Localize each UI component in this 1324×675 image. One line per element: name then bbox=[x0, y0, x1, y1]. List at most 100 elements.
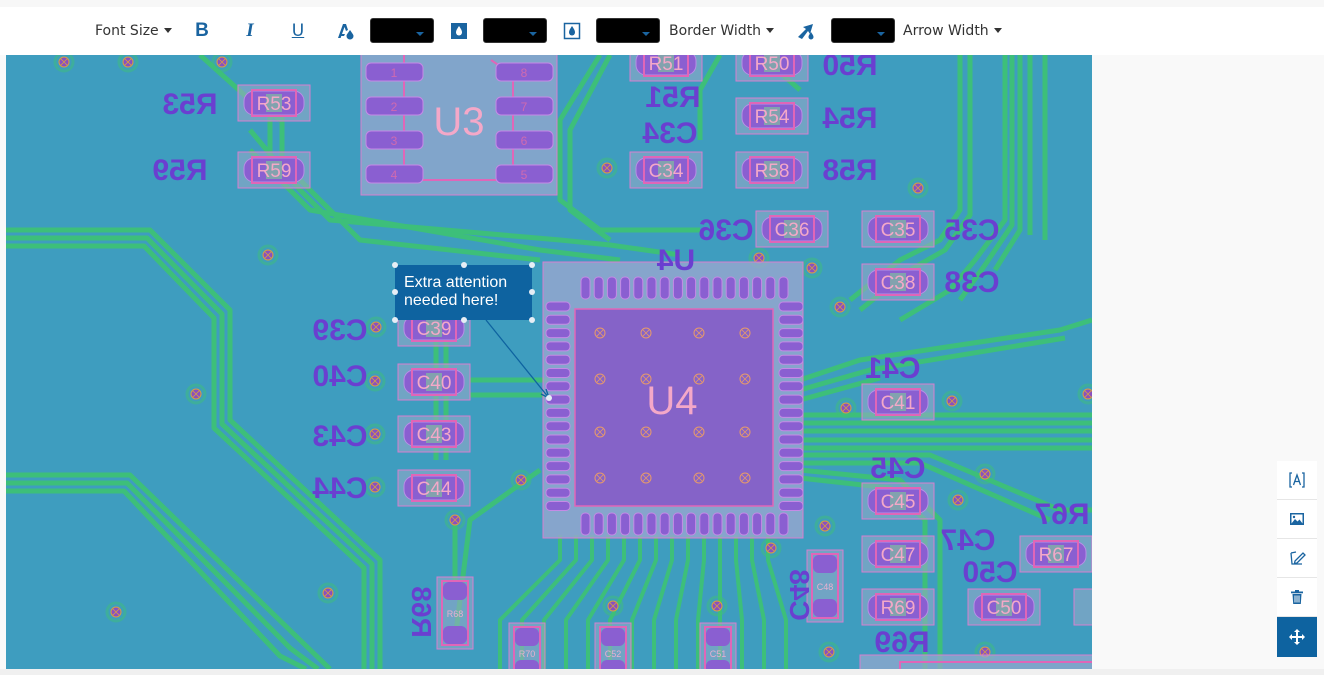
add-image-tool[interactable] bbox=[1277, 500, 1317, 539]
thermal-via-cross bbox=[695, 428, 703, 436]
u4-pin-bottom bbox=[778, 512, 789, 536]
u4-pin-right bbox=[778, 381, 804, 392]
draw-tool[interactable] bbox=[1277, 539, 1317, 578]
u4-pin-bottom bbox=[765, 512, 776, 536]
component-outline bbox=[643, 156, 689, 184]
thermal-via-cross bbox=[642, 474, 650, 482]
via-cross bbox=[60, 58, 68, 66]
border-width-dropdown[interactable]: Border Width bbox=[669, 7, 775, 55]
u4-pin-left bbox=[545, 447, 571, 458]
component-outline bbox=[769, 215, 815, 243]
thermal-via-cross bbox=[741, 375, 749, 383]
border-color-picker[interactable] bbox=[596, 18, 660, 43]
component-center bbox=[426, 373, 442, 391]
fill-color-picker[interactable] bbox=[483, 18, 547, 43]
delete-tool[interactable] bbox=[1277, 578, 1317, 617]
via-ring bbox=[257, 244, 279, 266]
resize-handle-sw[interactable] bbox=[392, 317, 398, 323]
u4-pin-right bbox=[778, 394, 804, 405]
pcb-trace bbox=[298, 178, 541, 263]
u3-pin-number: 2 bbox=[391, 100, 398, 114]
via-ring bbox=[444, 509, 466, 531]
u4-pin-left bbox=[545, 461, 571, 472]
resize-handle-s[interactable] bbox=[461, 317, 467, 323]
via-ring bbox=[907, 177, 929, 199]
bold-icon: B bbox=[195, 20, 209, 41]
thermal-via-cross bbox=[741, 329, 749, 337]
component-outline bbox=[875, 540, 921, 568]
add-text-tool[interactable] bbox=[1277, 461, 1317, 500]
resize-handle-n[interactable] bbox=[461, 262, 467, 268]
bold-button[interactable]: B bbox=[190, 19, 214, 43]
resize-handle-se[interactable] bbox=[529, 317, 535, 323]
silk-mirror-label-c47: C47 bbox=[940, 524, 995, 557]
annotation-textbox[interactable]: Extra attention needed here! bbox=[395, 265, 532, 320]
thermal-via-cross bbox=[596, 375, 604, 383]
u4-pin-bottom bbox=[620, 512, 631, 536]
font-size-dropdown[interactable]: Font Size bbox=[95, 7, 172, 55]
font-color-button[interactable] bbox=[334, 19, 358, 43]
thermal-via-cross bbox=[642, 428, 650, 436]
via-cross bbox=[609, 602, 617, 610]
thermal-via bbox=[640, 426, 652, 438]
italic-button[interactable]: I bbox=[238, 19, 262, 43]
component-outline bbox=[704, 626, 732, 669]
resize-handle-e[interactable] bbox=[529, 289, 535, 295]
via-ring bbox=[706, 595, 728, 617]
u4-pin-right bbox=[778, 341, 804, 352]
fill-color-button[interactable] bbox=[447, 19, 471, 43]
u4-pin-top bbox=[686, 276, 697, 300]
font-color-picker[interactable] bbox=[370, 18, 434, 43]
arrow-color-button[interactable] bbox=[794, 19, 818, 43]
via-ring bbox=[947, 489, 969, 511]
resize-handle-nw[interactable] bbox=[392, 262, 398, 268]
via-cross bbox=[914, 184, 922, 192]
annotation-line-2: needed here! bbox=[404, 292, 499, 309]
font-size-label: Font Size bbox=[95, 23, 159, 39]
u4-exposed-pad bbox=[574, 308, 774, 507]
u4-pin-top bbox=[765, 276, 776, 300]
chevron-down-icon bbox=[642, 32, 650, 36]
component-label-c39: C39 bbox=[417, 319, 452, 340]
component-outline bbox=[749, 55, 795, 77]
silk-mirror-label-u4: U4 bbox=[657, 244, 696, 277]
via-cross bbox=[218, 58, 226, 66]
u3-pad bbox=[495, 130, 554, 150]
arrow-width-dropdown[interactable]: Arrow Width bbox=[903, 7, 1002, 55]
u4-pin-left bbox=[545, 487, 571, 498]
via-cross bbox=[981, 648, 989, 656]
move-tool[interactable] bbox=[1277, 617, 1317, 657]
pcb-trace bbox=[697, 55, 723, 140]
font-color-icon bbox=[338, 24, 354, 40]
u4-pin-bottom bbox=[699, 512, 710, 536]
thermal-via bbox=[693, 327, 705, 339]
resize-handle-w[interactable] bbox=[392, 289, 398, 295]
component-outline bbox=[251, 89, 297, 117]
pcb-trace bbox=[6, 480, 320, 669]
pcb-trace bbox=[800, 460, 1052, 523]
component-label-r69: R69 bbox=[881, 598, 916, 619]
arrow-color-picker[interactable] bbox=[831, 18, 895, 43]
silk-mirror-label-r54: R54 bbox=[822, 102, 877, 135]
component-center bbox=[1048, 545, 1064, 563]
component-label-r53: R53 bbox=[257, 94, 292, 115]
chevron-down-icon bbox=[766, 27, 775, 33]
via-ring bbox=[117, 55, 139, 73]
thermal-via-cross bbox=[596, 428, 604, 436]
component-label-r58: R58 bbox=[755, 161, 790, 182]
component-center bbox=[890, 220, 906, 238]
chevron-down-icon bbox=[163, 27, 172, 33]
thermal-via bbox=[693, 472, 705, 484]
fill-color-icon bbox=[451, 23, 467, 39]
via-ring bbox=[364, 370, 386, 392]
chevron-down-icon bbox=[993, 27, 1002, 33]
component-label-c47: C47 bbox=[881, 545, 916, 566]
underline-button[interactable]: U bbox=[286, 19, 310, 43]
via-cross bbox=[371, 377, 379, 385]
text-box-icon bbox=[1289, 472, 1305, 488]
border-color-icon bbox=[563, 22, 581, 40]
border-color-button[interactable] bbox=[560, 19, 584, 43]
resize-handle-ne[interactable] bbox=[529, 262, 535, 268]
u4-pin-bottom bbox=[672, 512, 683, 536]
